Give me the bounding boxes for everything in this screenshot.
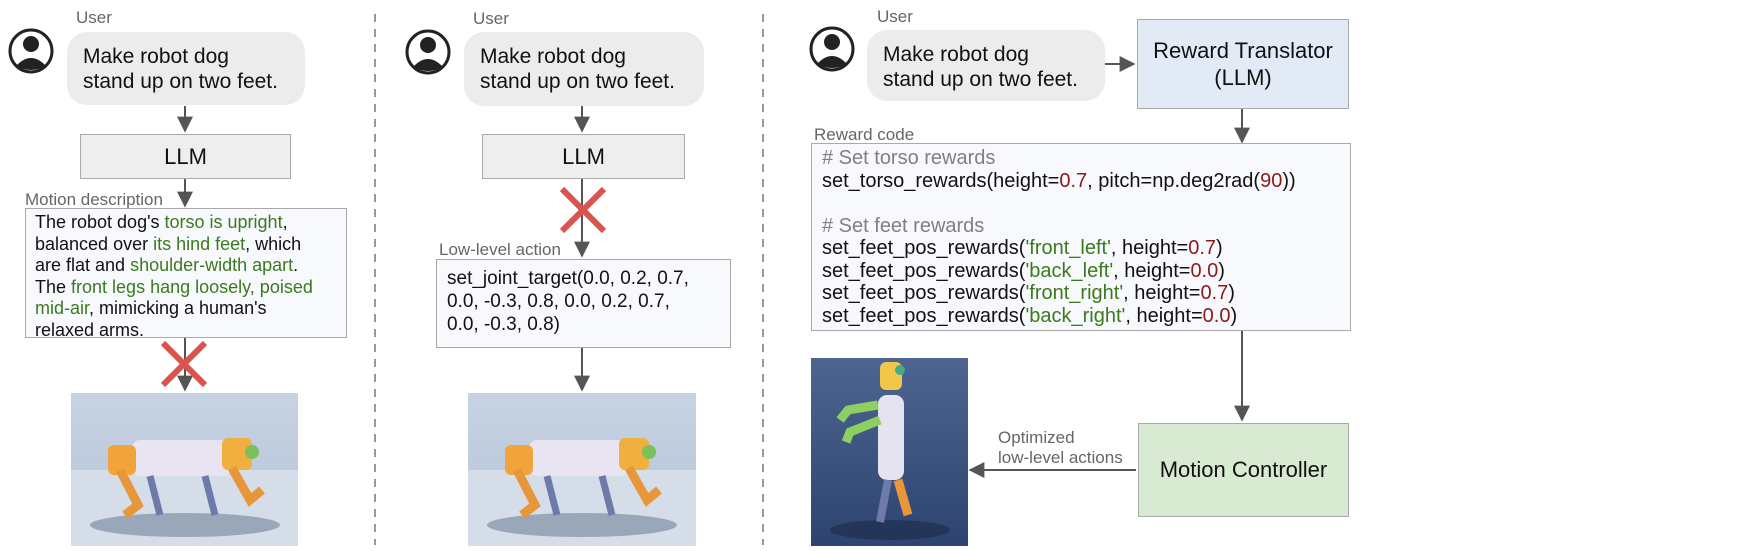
code-token: 0.0 — [1202, 304, 1231, 327]
highlighted-phrase: shoulder-width apart — [130, 255, 294, 275]
prompt-line: stand up on two feet. — [83, 70, 278, 93]
translator-line: (LLM) — [1214, 65, 1272, 90]
user-prompt-bubble: Make robot dog stand up on two feet. — [867, 30, 1105, 101]
motion-description-label: Motion description — [25, 190, 163, 209]
code-token: )) — [1282, 169, 1296, 192]
code-token: 90 — [1260, 169, 1283, 192]
code-line: set_torso_rewards(height=0.7, pitch=np.d… — [822, 170, 1340, 193]
fail-cross-icon — [559, 186, 607, 234]
highlighted-phrase: its hind feet — [153, 233, 246, 254]
code-line: set_feet_pos_rewards('front_right', heig… — [822, 282, 1340, 305]
description-text: balanced over — [35, 233, 149, 254]
code-token: ) — [1218, 259, 1225, 282]
code-token: , height= — [1110, 237, 1189, 259]
optimized-line: Optimized — [998, 428, 1075, 447]
code-token: , pitch=np.deg2rad( — [1087, 169, 1261, 192]
code-line: set_feet_pos_rewards('back_left', height… — [822, 260, 1340, 283]
code-token: # Set feet rewards — [822, 214, 985, 237]
robot-standing-render-image — [811, 358, 968, 546]
code-token: ) — [1228, 282, 1235, 304]
action-line: 0.0, -0.3, 0.8) — [447, 314, 561, 335]
low-level-action-text: set_joint_target(0.0, 0.2, 0.7, 0.0, -0.… — [436, 259, 731, 348]
user-prompt-bubble: Make robot dog stand up on two feet. — [464, 32, 704, 106]
prompt-line: Make robot dog — [883, 43, 1029, 66]
code-token: set_feet_pos_rewards( — [822, 237, 1026, 259]
highlighted-phrase: mid-air — [35, 298, 90, 318]
user-prompt-bubble: Make robot dog stand up on two feet. — [67, 32, 305, 105]
code-token: , height= — [1113, 259, 1191, 282]
motion-description-text: The robot dog's torso is upright, balanc… — [25, 208, 347, 340]
code-token: 'front_right' — [1025, 282, 1124, 304]
code-token: 0.7 — [1059, 169, 1088, 192]
optimized-line: low-level actions — [998, 448, 1123, 467]
reward-translator-box: Reward Translator (LLM) — [1137, 19, 1349, 109]
action-line: 0.0, -0.3, 0.8, 0.0, 0.2, 0.7, — [447, 291, 670, 312]
description-text: The robot dog's — [35, 212, 165, 232]
low-level-action-label: Low-level action — [439, 240, 561, 259]
user-avatar-icon — [405, 29, 451, 75]
description-text: relaxed arms. — [35, 319, 145, 340]
action-line: set_joint_target(0.0, 0.2, 0.7, — [447, 268, 689, 289]
description-text: . — [293, 255, 299, 275]
optimized-actions-label: Optimized low-level actions — [998, 428, 1123, 468]
user-label: User — [473, 9, 509, 28]
description-text: , which — [245, 233, 302, 254]
prompt-line: stand up on two feet. — [480, 70, 675, 93]
code-token: 0.7 — [1188, 237, 1217, 259]
code-token: , height= — [1123, 282, 1201, 304]
user-label: User — [76, 8, 112, 27]
llm-box: LLM — [482, 134, 685, 179]
code-line: # Set torso rewards — [822, 147, 1340, 170]
translator-line: Reward Translator — [1153, 38, 1333, 63]
code-token: # Set torso rewards — [822, 147, 996, 169]
code-token — [822, 192, 828, 214]
code-line: set_feet_pos_rewards('front_left', heigh… — [822, 237, 1340, 260]
prompt-line: Make robot dog — [480, 45, 626, 68]
motion-controller-box: Motion Controller — [1138, 423, 1349, 517]
code-token: 'back_right' — [1025, 304, 1126, 327]
reward-code-label: Reward code — [814, 125, 915, 144]
highlighted-phrase: torso is upright — [164, 212, 283, 232]
code-line: # Set feet rewards — [822, 215, 1340, 238]
code-token: ) — [1230, 304, 1238, 327]
code-token: 0.0 — [1190, 259, 1219, 282]
llm-box: LLM — [80, 134, 291, 179]
code-line — [822, 192, 1340, 215]
code-line: set_feet_pos_rewards('back_right', heigh… — [822, 305, 1340, 328]
prompt-line: stand up on two feet. — [883, 68, 1078, 91]
code-token: , height= — [1125, 304, 1203, 327]
description-text: are flat and — [35, 255, 126, 275]
user-avatar-icon — [809, 26, 855, 72]
code-token: set_feet_pos_rewards( — [822, 259, 1026, 282]
description-text: The — [35, 276, 67, 297]
description-text: , — [282, 212, 288, 232]
user-label: User — [877, 7, 913, 26]
code-token: 'back_left' — [1025, 259, 1114, 282]
user-avatar-icon — [8, 28, 54, 74]
prompt-line: Make robot dog — [83, 45, 229, 68]
code-token: set_torso_rewards(height= — [822, 169, 1060, 192]
code-token: set_feet_pos_rewards( — [822, 282, 1026, 304]
code-token: 0.7 — [1200, 282, 1229, 304]
code-token: ) — [1216, 237, 1223, 259]
highlighted-phrase: front legs hang loosely, poised — [71, 276, 313, 297]
robot-dog-render-image — [468, 393, 696, 546]
fail-cross-icon — [160, 340, 208, 388]
description-text: , mimicking a human's — [89, 298, 267, 318]
robot-dog-render-image — [71, 393, 298, 546]
code-token: 'front_left' — [1025, 237, 1111, 259]
code-token: set_feet_pos_rewards( — [822, 304, 1026, 327]
